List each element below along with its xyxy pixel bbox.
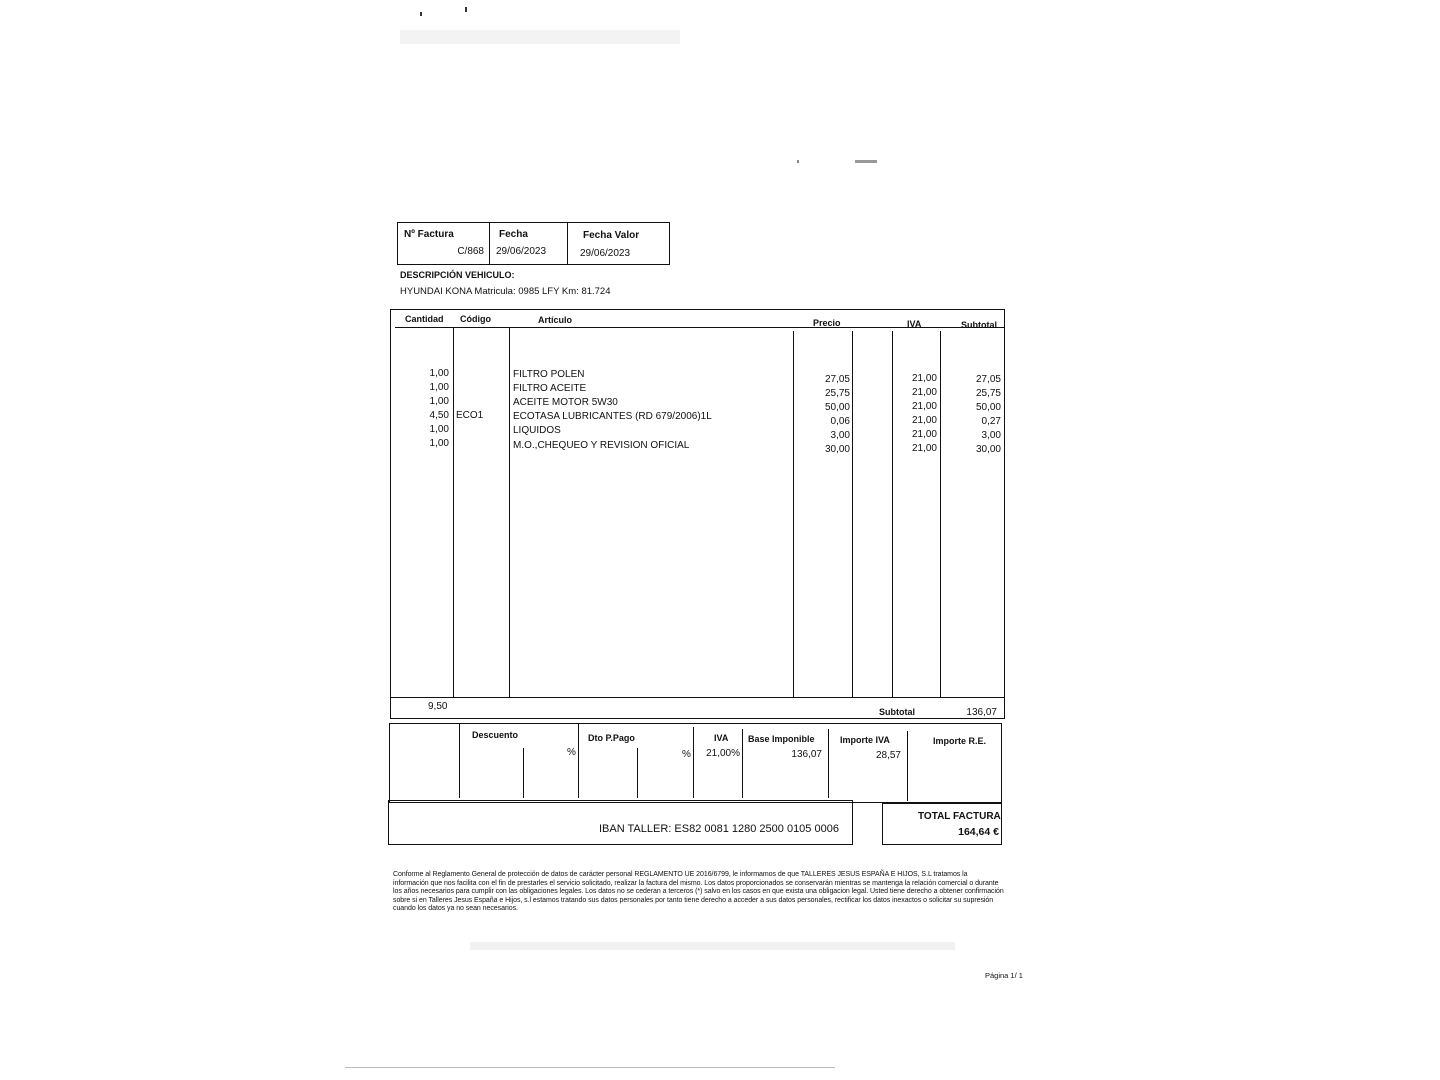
items-table bbox=[390, 309, 1005, 719]
invoice-number: C/868 bbox=[457, 246, 484, 257]
row-code: ECO1 bbox=[456, 410, 484, 421]
subtotal-label: Subtotal bbox=[879, 707, 915, 717]
value-date: 29/06/2023 bbox=[580, 248, 631, 259]
row-iva: 21,00 bbox=[911, 387, 937, 398]
total-label: TOTAL FACTURA bbox=[918, 811, 1001, 822]
invoice-header-box bbox=[397, 222, 670, 265]
col-divider bbox=[892, 331, 893, 697]
scan-speck bbox=[465, 7, 467, 12]
row-qty: 4,50 bbox=[429, 410, 449, 421]
tax-col-divider bbox=[578, 723, 579, 798]
row-article: ACEITE MOTOR 5W30 bbox=[513, 397, 618, 408]
col-divider bbox=[509, 327, 510, 697]
invoice-header-divider bbox=[567, 222, 568, 265]
total-value: 164,64 € bbox=[958, 826, 999, 838]
row-price: 0,06 bbox=[830, 416, 850, 427]
column-header: Cantidad bbox=[405, 314, 444, 324]
row-article: M.O.,CHEQUEO Y REVISION OFICIAL bbox=[513, 440, 690, 451]
tax-summary-box bbox=[389, 723, 1002, 803]
iva-rate: 21,00% bbox=[706, 748, 740, 759]
date-label: Fecha bbox=[499, 229, 528, 240]
re-amount-label: Importe R.E. bbox=[933, 736, 987, 746]
tax-base-value: 136,07 bbox=[791, 749, 822, 760]
page-bottom-edge bbox=[345, 1067, 835, 1068]
iban-box bbox=[388, 800, 853, 845]
total-quantity: 9,50 bbox=[428, 701, 448, 712]
row-qty: 1,00 bbox=[429, 368, 449, 379]
row-iva: 21,00 bbox=[911, 401, 937, 412]
invoice-date: 29/06/2023 bbox=[496, 246, 547, 257]
row-subtotal: 25,75 bbox=[975, 388, 1001, 399]
invoice-header-divider bbox=[489, 222, 490, 265]
tax-col-divider bbox=[523, 748, 524, 798]
row-article: ECOTASA LUBRICANTES (RD 679/2006)1L bbox=[513, 411, 712, 422]
scan-speck bbox=[420, 12, 422, 16]
row-article: FILTRO POLEN bbox=[513, 369, 585, 380]
tax-col-divider bbox=[637, 748, 638, 798]
row-qty: 1,00 bbox=[429, 438, 449, 449]
faded-header-remnant bbox=[400, 30, 680, 44]
tax-col-divider bbox=[742, 729, 743, 798]
col-divider bbox=[852, 331, 853, 697]
scan-speck bbox=[797, 160, 799, 163]
faded-footer-remnant bbox=[470, 942, 955, 950]
invoice-number-label: Nº Factura bbox=[404, 229, 454, 240]
col-divider bbox=[940, 331, 941, 697]
row-price: 50,00 bbox=[824, 402, 850, 413]
legal-notice: Conforme al Reglamento General de protec… bbox=[393, 871, 1004, 913]
row-price: 3,00 bbox=[830, 430, 850, 441]
row-subtotal: 50,00 bbox=[975, 402, 1001, 413]
page-number: Página 1/ 1 bbox=[985, 971, 1023, 980]
row-price: 25,75 bbox=[824, 388, 850, 399]
vehicle-description: HYUNDAI KONA Matricula: 0985 LFY Km: 81.… bbox=[400, 286, 611, 297]
row-qty: 1,00 bbox=[429, 396, 449, 407]
column-header: Subtotal bbox=[961, 320, 997, 330]
row-article: FILTRO ACEITE bbox=[513, 383, 587, 394]
row-article: LIQUIDOS bbox=[513, 425, 561, 436]
col-divider bbox=[453, 327, 454, 697]
tax-col-divider bbox=[907, 731, 908, 801]
value-date-label: Fecha Valor bbox=[583, 230, 640, 241]
column-header: Código bbox=[460, 314, 491, 324]
items-footer-line bbox=[390, 697, 1005, 698]
row-subtotal: 27,05 bbox=[975, 374, 1001, 385]
early-payment-label: Dto P.Pago bbox=[588, 733, 635, 743]
early-payment-percent-sign: % bbox=[682, 749, 691, 760]
scan-speck bbox=[855, 160, 877, 163]
total-box bbox=[882, 803, 1002, 845]
tax-col-divider bbox=[459, 723, 460, 798]
row-subtotal: 0,27 bbox=[981, 416, 1001, 427]
row-qty: 1,00 bbox=[429, 382, 449, 393]
col-divider bbox=[793, 331, 794, 697]
discount-percent-sign: % bbox=[567, 747, 576, 758]
row-subtotal: 3,00 bbox=[981, 430, 1001, 441]
tax-base-label: Base Imponible bbox=[748, 734, 815, 744]
iban: IBAN TALLER: ES82 0081 1280 2500 0105 00… bbox=[599, 823, 839, 835]
row-iva: 21,00 bbox=[911, 429, 937, 440]
row-iva: 21,00 bbox=[911, 443, 937, 454]
items-header-underline bbox=[395, 327, 1005, 328]
row-iva: 21,00 bbox=[911, 415, 937, 426]
column-header: IVA bbox=[907, 319, 922, 329]
tax-col-divider bbox=[828, 729, 829, 798]
row-price: 30,00 bbox=[824, 444, 850, 455]
column-header: Artículo bbox=[538, 315, 573, 325]
column-header: Precio bbox=[813, 318, 841, 328]
subtotal-value: 136,07 bbox=[966, 707, 997, 718]
iva-amount-label: Importe IVA bbox=[840, 735, 890, 745]
row-subtotal: 30,00 bbox=[975, 444, 1001, 455]
row-price: 27,05 bbox=[824, 374, 850, 385]
iva-amount-value: 28,57 bbox=[875, 750, 901, 761]
row-iva: 21,00 bbox=[911, 373, 937, 384]
vehicle-heading: DESCRIPCIÓN VEHICULO: bbox=[400, 270, 515, 280]
discount-label: Descuento bbox=[472, 730, 519, 740]
row-qty: 1,00 bbox=[429, 424, 449, 435]
iva-label: IVA bbox=[714, 733, 729, 743]
tax-col-divider bbox=[693, 727, 694, 798]
